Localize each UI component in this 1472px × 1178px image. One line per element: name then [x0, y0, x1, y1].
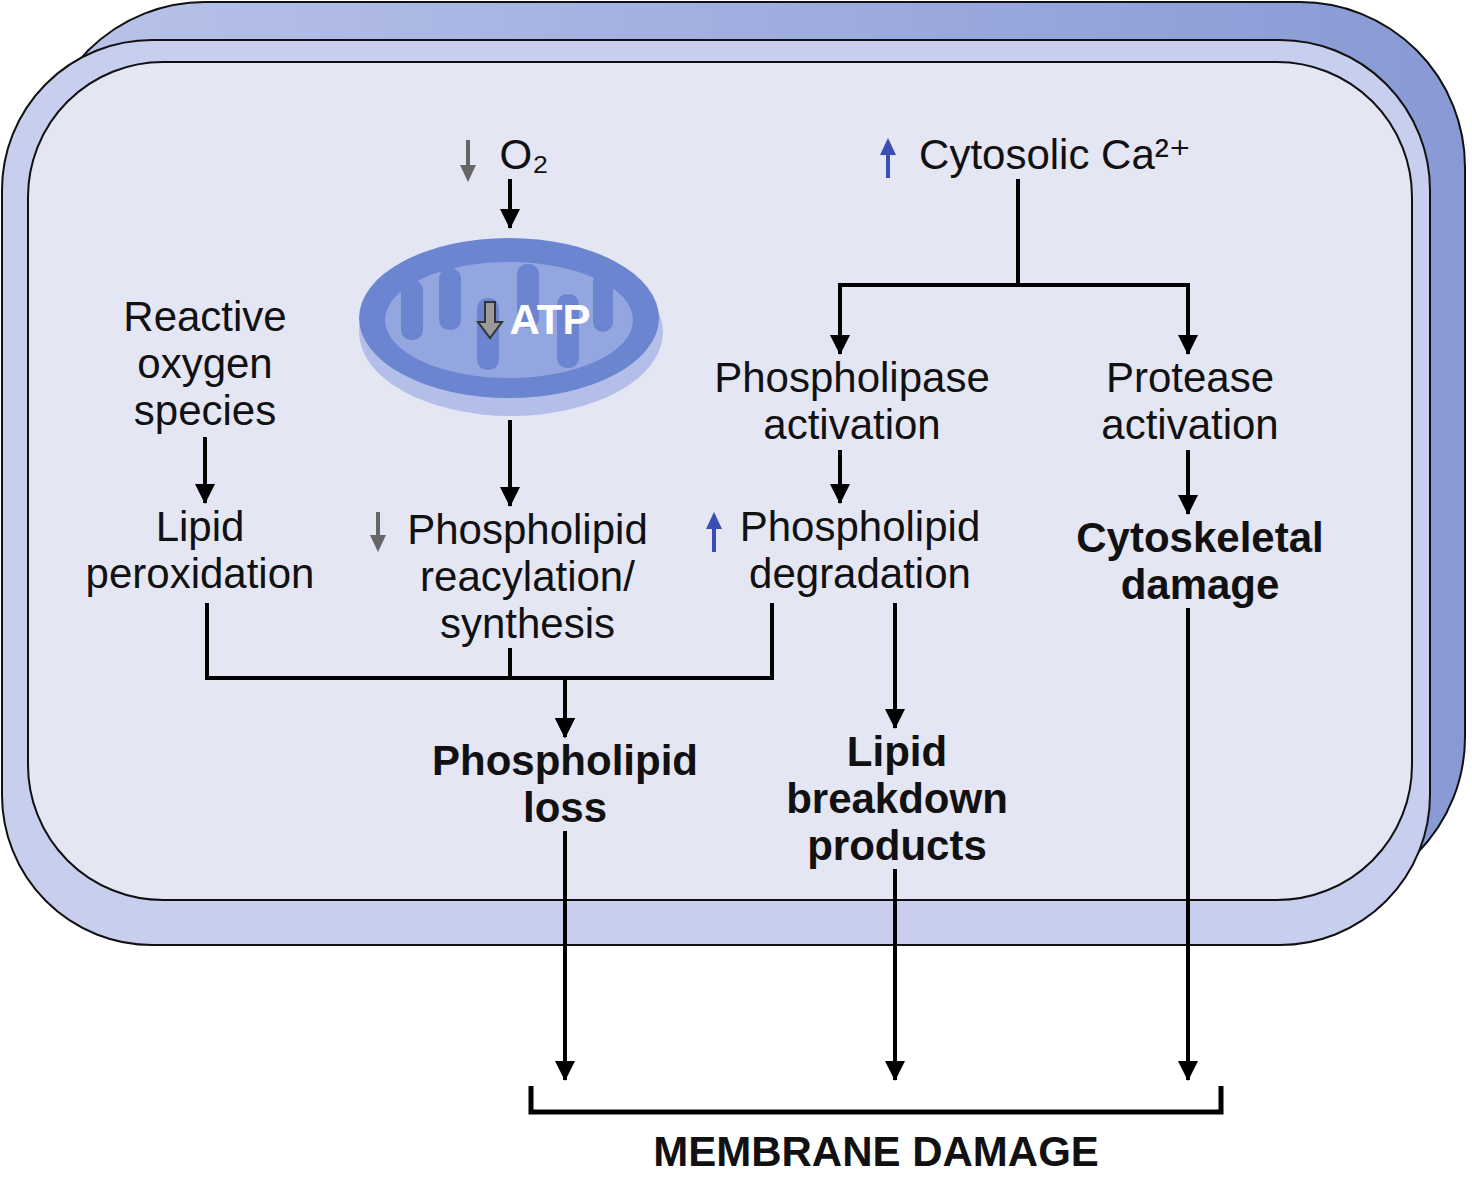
outcome-text: Phospholipid loss	[410, 737, 720, 831]
outcome-text: Lipid breakdown products	[762, 728, 1032, 869]
flow-arrow	[893, 603, 897, 728]
process-text: Phospholipid reacylation/ synthesis	[390, 506, 665, 648]
flow-arrow	[203, 437, 207, 503]
flow-arrow	[563, 831, 567, 1080]
flow-arrow	[510, 648, 565, 737]
flow-arrow	[838, 450, 842, 503]
oxygen-label: O₂	[486, 131, 562, 179]
calcium-label: Cytosolic Ca²⁺	[898, 131, 1212, 179]
node-text: Phospholipid degradation	[725, 503, 995, 597]
flow-arrow	[1186, 450, 1190, 514]
flow-arrow	[840, 179, 1018, 354]
node-text: Phospholipase activation	[692, 354, 1012, 448]
flow-arrow	[1018, 179, 1188, 354]
flow-arrow	[893, 869, 897, 1080]
decrease-arrow	[460, 140, 476, 182]
cell-interior	[28, 62, 1412, 900]
process-text: Reactive oxygen species	[95, 293, 315, 437]
node-text: Protease activation	[1075, 354, 1305, 448]
flow-arrow	[508, 420, 512, 506]
mitochondrion: ATP	[355, 228, 665, 420]
node-text: Phospholipid loss	[410, 737, 720, 831]
node-text: Phospholipid reacylation/ synthesis	[390, 506, 665, 647]
result-text: MEMBRANE DAMAGE	[528, 1080, 1224, 1176]
process-text: Lipid peroxidation	[60, 503, 340, 603]
process-text: Phospholipase activation	[692, 354, 1012, 450]
energy-label: ATP	[500, 296, 600, 343]
flow-arrow	[1186, 608, 1190, 1080]
cell-rim	[2, 40, 1430, 945]
outcome-text: Cytoskeletal damage	[1055, 514, 1345, 608]
flow-arrow	[508, 179, 512, 228]
node-text: Reactive oxygen species	[95, 293, 315, 434]
node-text: Cytosolic Ca²⁺	[898, 131, 1212, 178]
node-text: Lipid breakdown products	[762, 728, 1032, 869]
node-text: O₂	[486, 131, 562, 178]
increase-arrow	[706, 512, 722, 552]
increase-arrow	[880, 138, 896, 178]
process-text: Phospholipid degradation	[725, 503, 995, 603]
decrease-arrow	[370, 512, 386, 552]
decrease-arrow	[478, 302, 502, 338]
process-text: Protease activation	[1075, 354, 1305, 450]
node-text: Lipid peroxidation	[60, 503, 340, 597]
node-text: Cytoskeletal damage	[1055, 514, 1345, 608]
node-text: MEMBRANE DAMAGE	[528, 1128, 1224, 1175]
